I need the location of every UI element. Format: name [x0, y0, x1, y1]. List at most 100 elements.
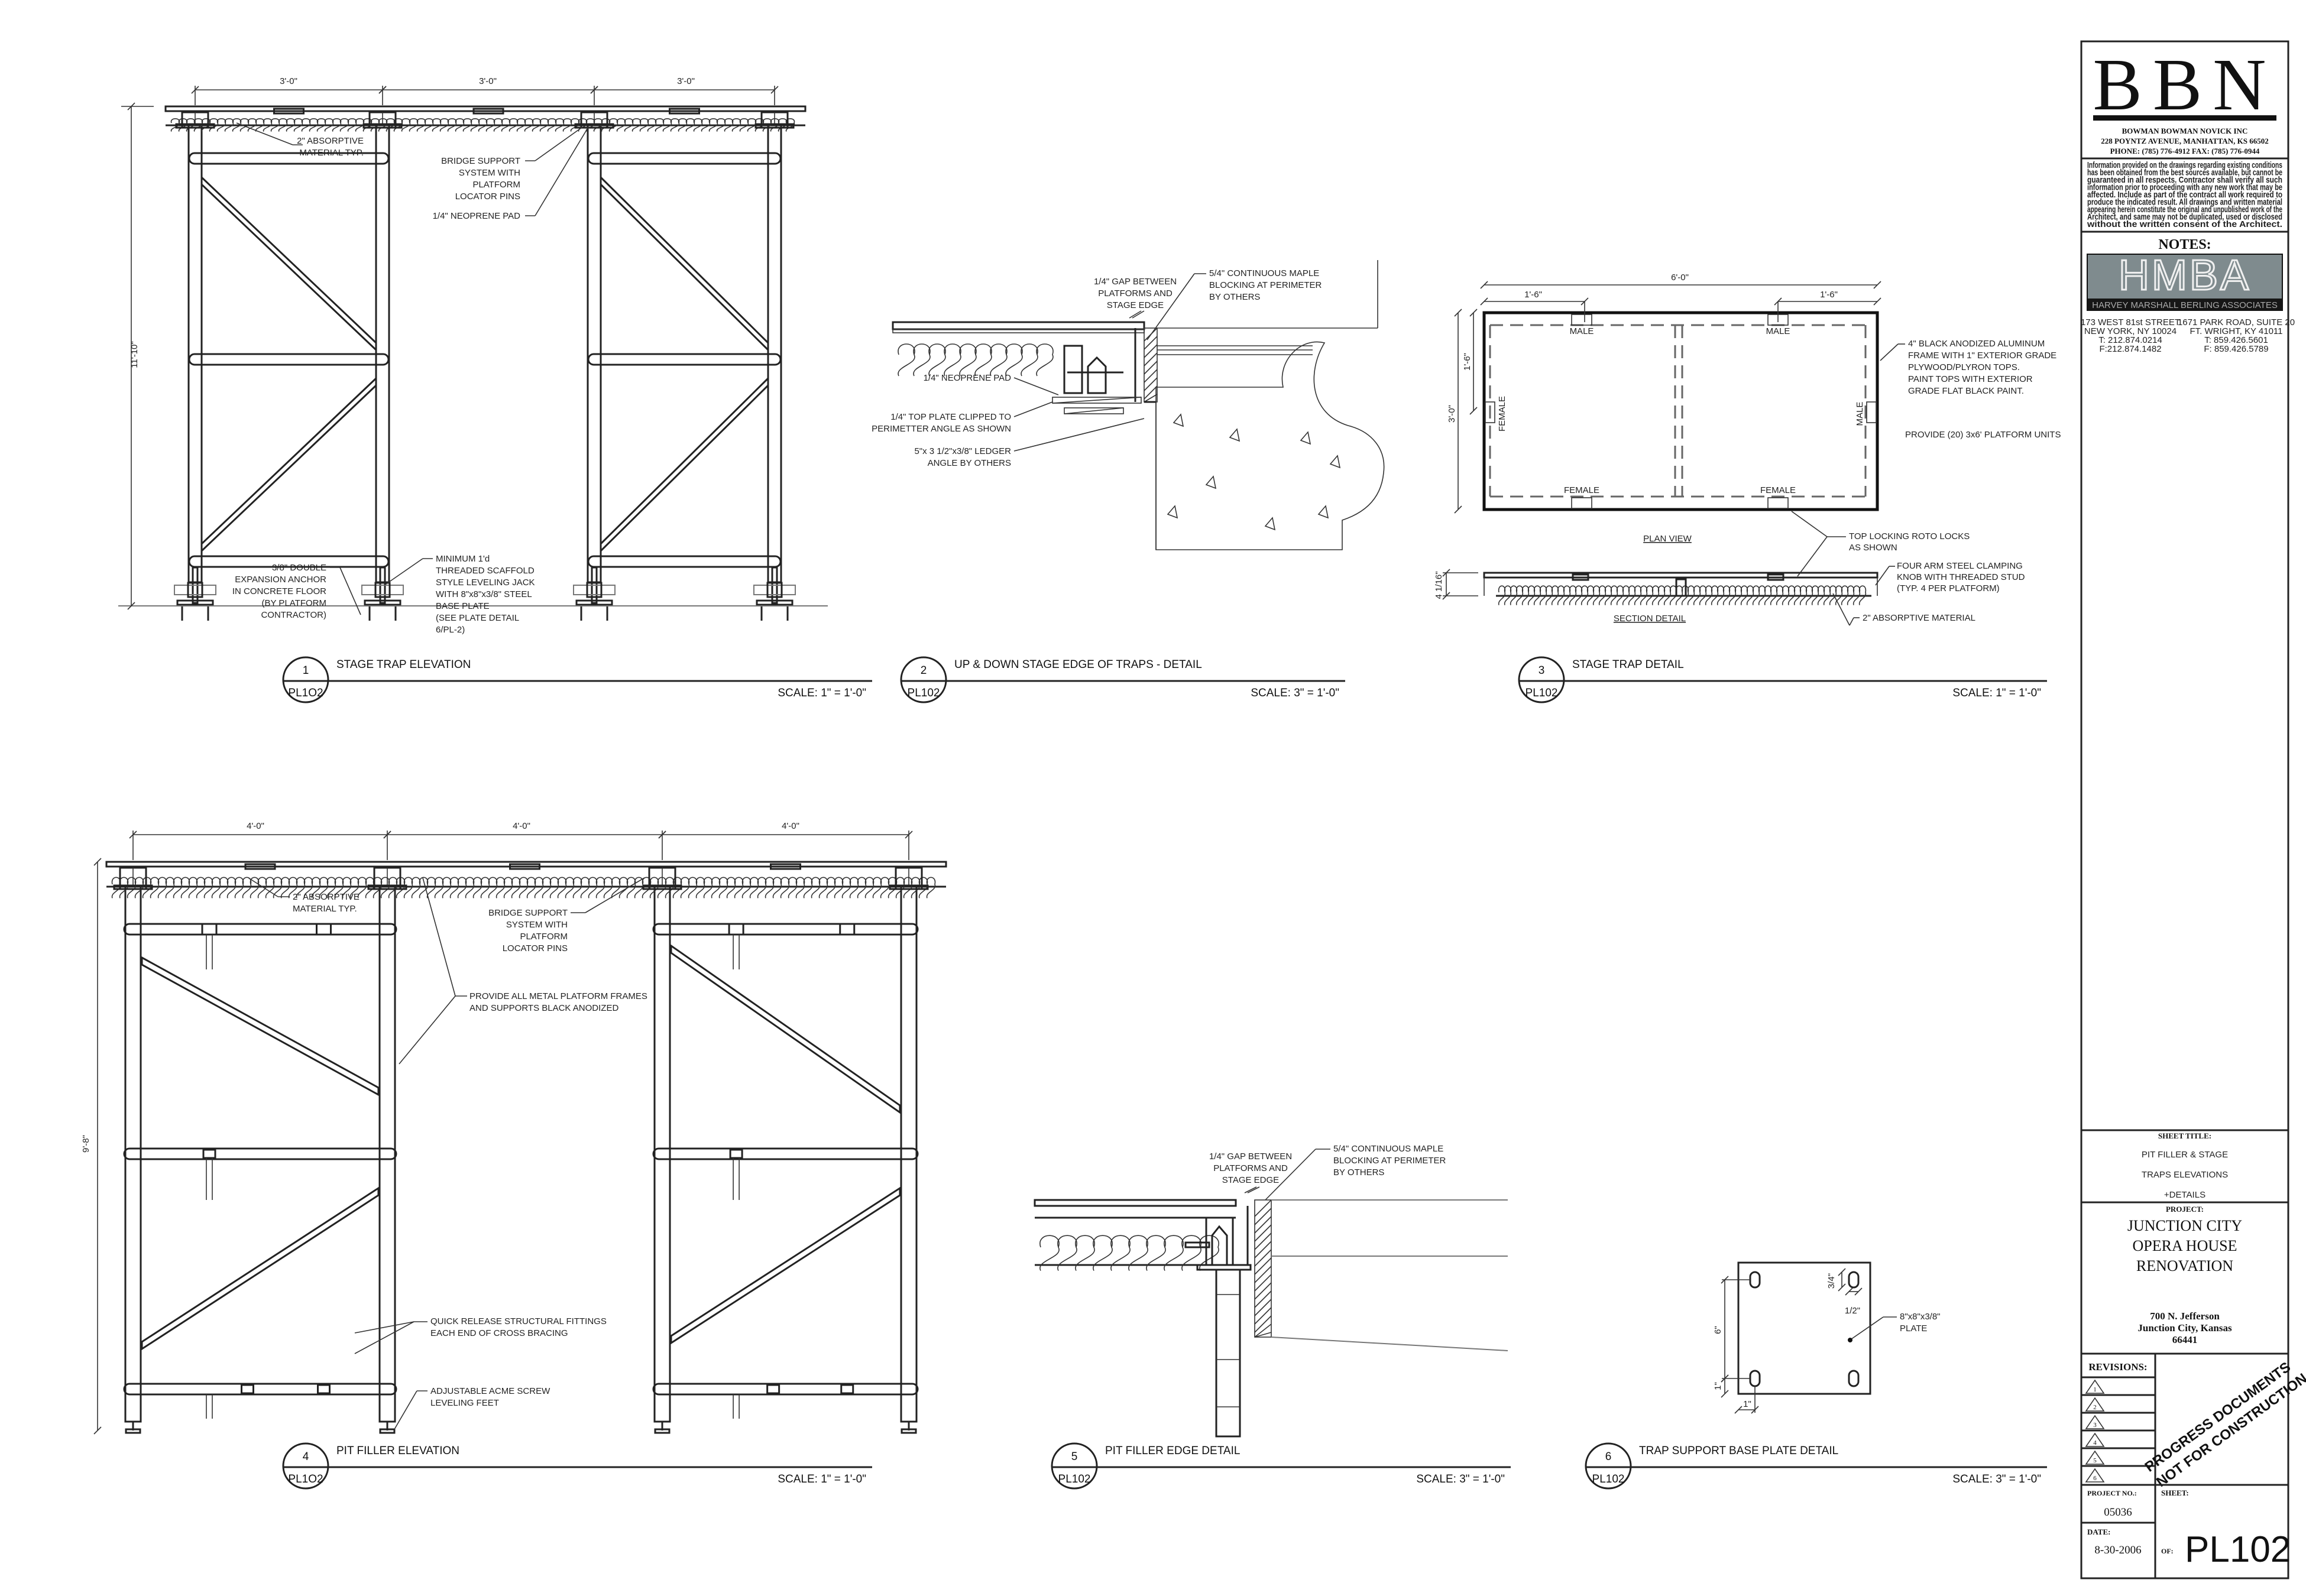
shape: [753, 585, 796, 595]
tube: [587, 555, 782, 568]
shape: [1483, 572, 1879, 579]
drawing-title: PIT FILLER EDGE DETAIL: [1105, 1445, 1240, 1457]
callout-gap: STAGE EDGE: [1222, 1175, 1279, 1185]
callout-acme-feet: LEVELING FEET: [430, 1398, 499, 1408]
line: [1875, 566, 1890, 586]
line: [1013, 401, 1053, 417]
detail-sheet: PL102: [1058, 1473, 1091, 1485]
shape: [642, 884, 682, 890]
disclaimer-line: Information provided on the drawings reg…: [2087, 160, 2282, 170]
drawing-linework: [93, 86, 1905, 1438]
line: [1254, 1323, 1272, 1338]
concrete-aggregate: [1329, 455, 1341, 469]
office2-line: T: 859.426.5601: [2204, 335, 2268, 345]
connector-label: FEMALE: [1497, 396, 1507, 432]
line: [1254, 1249, 1272, 1267]
address-line: Junction City, Kansas: [2137, 1322, 2232, 1334]
concrete-aggregate: [1205, 475, 1217, 489]
revision-triangle-icon: [2085, 1450, 2105, 1465]
callout-bridge-support: LOCATOR PINS: [455, 192, 520, 202]
shape: [367, 884, 407, 890]
shape: [202, 1149, 216, 1159]
disclaimer-line: information prior to proceeding with any…: [2087, 183, 2282, 193]
line: [1480, 281, 1488, 289]
office1-line: F:212.874.1482: [2099, 344, 2161, 354]
cross-brace: [200, 376, 377, 553]
shape: [1675, 578, 1687, 597]
firm-logo: BBN: [2093, 44, 2276, 126]
line: [1144, 385, 1158, 400]
drawing-scale: SCALE: 1" = 1'-0": [778, 1473, 866, 1485]
line: [1144, 361, 1158, 375]
dimension-label: 1": [1713, 1382, 1723, 1390]
concrete-aggregate: [1173, 413, 1184, 427]
line: [1254, 1241, 1272, 1258]
project-label: PROJECT:: [2166, 1205, 2204, 1214]
shape: [1485, 401, 1495, 423]
hidden-frame-lines: [1489, 324, 1871, 498]
shape: [1052, 397, 1142, 404]
callout-top-plate: PERIMETTER ANGLE AS SHOWN: [872, 424, 1011, 434]
drawing-scale: SCALE: 1" = 1'-0": [1952, 687, 2041, 699]
dimension-label: 3'-0": [1447, 405, 1457, 423]
shape: [756, 599, 794, 606]
connector-label: FEMALE: [1564, 485, 1599, 495]
project-line: RENOVATION: [2136, 1257, 2233, 1274]
detail-bubble: [282, 1442, 329, 1490]
shape: [1571, 314, 1592, 326]
line: [1129, 310, 1142, 319]
shape: [364, 599, 401, 606]
callout-anchor: IN CONCRETE FLOOR: [232, 586, 326, 596]
view-label-plan: PLAN VIEW: [1643, 534, 1692, 544]
office1-line: T: 212.874.0214: [2098, 335, 2162, 345]
tube: [652, 1383, 919, 1396]
cross-brace: [141, 1186, 380, 1351]
project-no-label: PROJECT NO.:: [2087, 1489, 2137, 1497]
line: [1838, 1283, 1846, 1292]
anchor-slot: [1848, 1370, 1860, 1387]
dimension-label: 11'-10": [129, 341, 140, 368]
concrete-aggregate: [1317, 505, 1329, 519]
dimension-label: 6": [1713, 1326, 1723, 1334]
callout-leveling-jack: WITH 8"x8"x3/8" STEEL: [436, 589, 532, 599]
shape: [317, 1384, 331, 1394]
callout-anchor: (BY PLATFORM: [262, 598, 326, 608]
line: [354, 1321, 414, 1354]
drawing-title: UP & DOWN STAGE EDGE OF TRAPS - DETAIL: [954, 658, 1202, 671]
project-line: OPERA HOUSE: [2133, 1237, 2237, 1254]
dimension-label: 1'-6": [1524, 290, 1542, 300]
line: [1052, 397, 1142, 404]
line: [1132, 310, 1145, 319]
shape: [361, 585, 404, 595]
revision-number: 6: [2093, 1475, 2097, 1482]
detail-bubble: [1585, 1442, 1632, 1490]
sheet-title-line: +DETAILS: [2164, 1190, 2205, 1200]
line: [1254, 1257, 1272, 1275]
shape: [125, 1428, 141, 1434]
callout-bridge-support: BRIDGE SUPPORT: [441, 156, 520, 166]
line: [1013, 418, 1145, 452]
line: [1254, 1232, 1272, 1250]
shape: [105, 861, 947, 868]
consultant-logo: HMBA HARVEY MARSHALL BERLING ASSOCIATES: [2087, 251, 2283, 311]
revision-triangle-icon: [2085, 1432, 2105, 1447]
concrete-aggregate: [1264, 517, 1276, 531]
revision-number: 5: [2093, 1457, 2097, 1464]
disclaimer-line: appearing herein constitute the original…: [2087, 205, 2282, 215]
tube: [587, 152, 782, 165]
absorptive-material: [1498, 585, 1867, 605]
line: [1845, 1287, 1853, 1296]
callout-provide-frames: PROVIDE ALL METAL PLATFORM FRAMES: [469, 991, 647, 1001]
office2-line: 1671 PARK ROAD, SUITE 20: [2178, 317, 2295, 327]
detail-number: 4: [303, 1451, 309, 1463]
callout-plate: PLATE: [1900, 1323, 1927, 1334]
shape: [316, 923, 332, 936]
callout-leveling-jack: (SEE PLATE DETAIL: [436, 613, 519, 623]
callout-quick-release: QUICK RELEASE STRUCTURAL FITTINGS: [430, 1316, 607, 1326]
drawing-scale: SCALE: 3" = 1'-0": [1251, 687, 1339, 699]
line: [1254, 1216, 1272, 1234]
callout-frame-note: 4" BLACK ANODIZED ALUMINUM: [1908, 339, 2045, 349]
